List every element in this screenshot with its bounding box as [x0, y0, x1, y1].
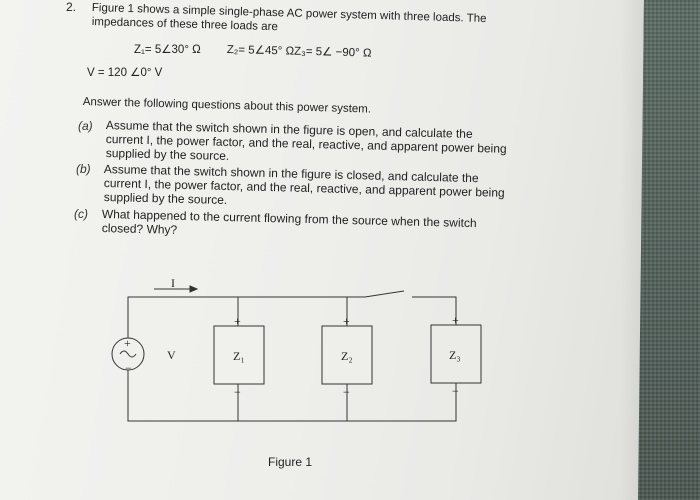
- background-surface: [638, 0, 700, 500]
- z3-plus: +: [452, 313, 459, 327]
- z3-minus: −: [452, 384, 459, 398]
- z3-label: Z₃: [449, 348, 461, 362]
- z2-minus: −: [343, 385, 350, 399]
- question-b-label: (b): [76, 162, 91, 176]
- ac-tilde-icon: [119, 350, 137, 358]
- top-wire-left: [127, 296, 365, 338]
- z1-plus: +: [234, 314, 241, 328]
- impedance-z1: Z₁= 5∠30° Ω: [134, 44, 201, 56]
- z1-minus: −: [234, 385, 241, 399]
- z3-box: [430, 324, 482, 384]
- figure-caption: Figure 1: [268, 455, 313, 469]
- voltage-source-circle: [111, 337, 145, 371]
- z2-box: [321, 325, 373, 385]
- source-minus: −: [125, 361, 132, 375]
- voltage-label: V: [167, 348, 176, 362]
- z1-label: Z₁: [233, 349, 245, 363]
- switch-blade: [364, 290, 405, 298]
- z1-box: [213, 325, 265, 385]
- bottom-wire: [127, 370, 457, 422]
- source-voltage: V = 120 ∠0° V: [87, 67, 163, 79]
- question-c-label: (c): [74, 207, 88, 221]
- current-label: I: [171, 276, 175, 290]
- problem-number: 2.: [66, 0, 77, 14]
- question-a-label: (a): [78, 119, 93, 133]
- z2-plus: +: [343, 314, 350, 328]
- current-arrow-head: [189, 285, 199, 293]
- source-plus: +: [124, 336, 131, 350]
- z2-label: Z₂: [341, 349, 353, 363]
